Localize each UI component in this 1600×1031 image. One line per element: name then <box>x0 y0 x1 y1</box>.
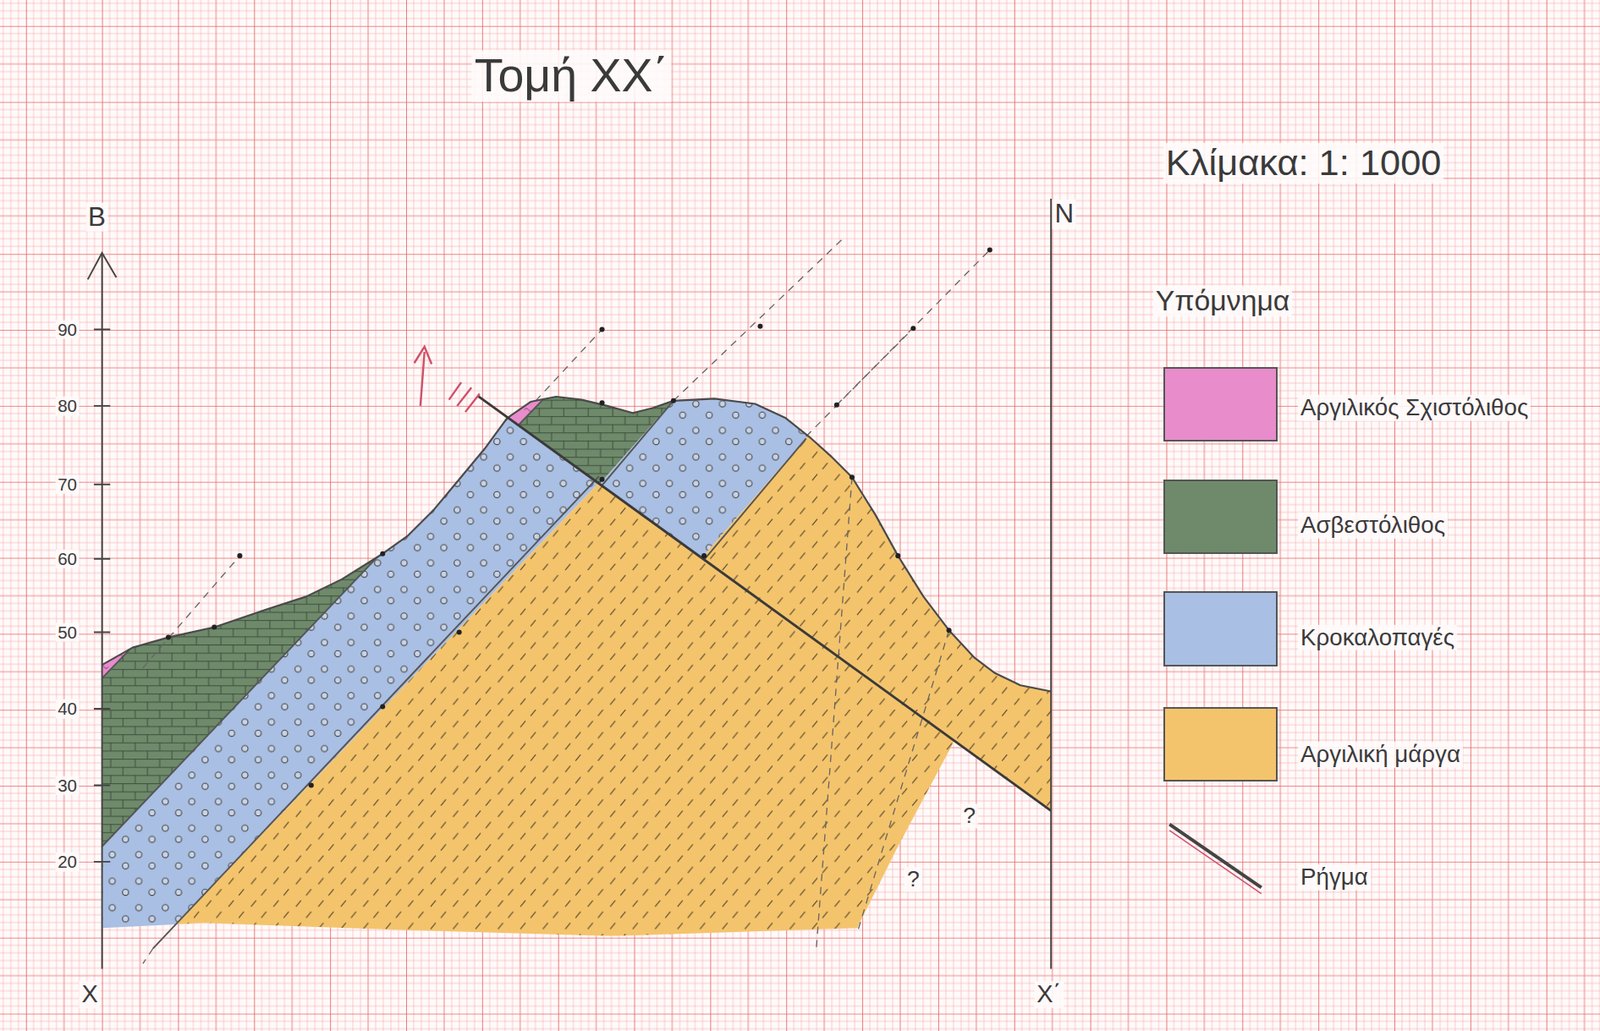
survey-points <box>165 247 993 788</box>
conglomerate-unit <box>34 0 1232 1031</box>
dashed-line <box>142 555 241 669</box>
elevation-number: 20 <box>54 852 80 873</box>
projection-lines <box>142 239 990 964</box>
dashed-line <box>806 249 990 437</box>
fault-symbol <box>1163 816 1278 898</box>
dashed-line <box>816 477 853 949</box>
unknown-mark: ? <box>904 867 923 892</box>
legend-swatch <box>1163 591 1278 666</box>
legend-text: Αργιλικός Σχιστόλιθος <box>1297 395 1531 422</box>
axis-ticks <box>93 329 110 862</box>
direction-letter: Β <box>85 203 109 232</box>
elevation-number: 50 <box>54 622 80 643</box>
contact-line <box>602 401 674 486</box>
contact-line <box>153 476 600 949</box>
elevation-number: 40 <box>54 699 80 720</box>
elevation-number: 30 <box>54 775 80 796</box>
contacts <box>102 400 807 950</box>
contact-line <box>102 556 379 847</box>
dashed-line <box>857 630 950 934</box>
fault-ticks <box>449 382 480 413</box>
marl-unit <box>211 0 1600 1031</box>
fault-movement-arrows <box>414 346 480 413</box>
arrow-head <box>414 346 433 364</box>
fault-symbol-line <box>1169 824 1262 888</box>
section-end-letter: Χ΄ <box>1033 981 1064 1009</box>
scale-note: Κλίμακα: 1: 1000 <box>1163 142 1445 184</box>
arrow-shaft <box>420 351 425 407</box>
dashed-line <box>535 329 602 401</box>
legend-text: Ασβεστόλιθος <box>1297 512 1448 539</box>
elevation-number: 90 <box>54 319 80 340</box>
contact-line <box>518 400 544 426</box>
legend-text: Ρήγμα <box>1297 864 1371 891</box>
axes <box>87 198 1051 969</box>
dashed-line <box>142 948 154 964</box>
dashed-line <box>673 239 842 402</box>
topographic-profile <box>102 396 1052 692</box>
legend-text: Αργιλική μάργα <box>1297 742 1463 769</box>
contact-line <box>703 438 807 560</box>
elevation-number: 70 <box>54 475 80 495</box>
elevation-number: 80 <box>54 396 80 417</box>
legend-swatch <box>1163 707 1278 782</box>
axis-arrow <box>87 252 117 280</box>
unknown-mark: ? <box>960 803 979 829</box>
legend-swatch <box>1163 367 1278 442</box>
legend-heading: Υπόμνημα <box>1153 285 1293 317</box>
section-end-letter: Χ <box>78 981 100 1009</box>
legend-swatch <box>1163 479 1278 555</box>
legend-text: Κροκαλοπαγές <box>1297 624 1458 651</box>
limestone-unit <box>0 0 1074 1031</box>
fault-symbol-tint <box>1169 830 1262 895</box>
section-title: Τομή ΧΧ΄ <box>472 50 671 103</box>
elevation-number: 60 <box>54 549 80 570</box>
direction-letter: Ν <box>1052 199 1078 229</box>
contact-line <box>102 649 131 679</box>
fault-line <box>477 395 1051 812</box>
section-end-line <box>1050 198 1052 969</box>
